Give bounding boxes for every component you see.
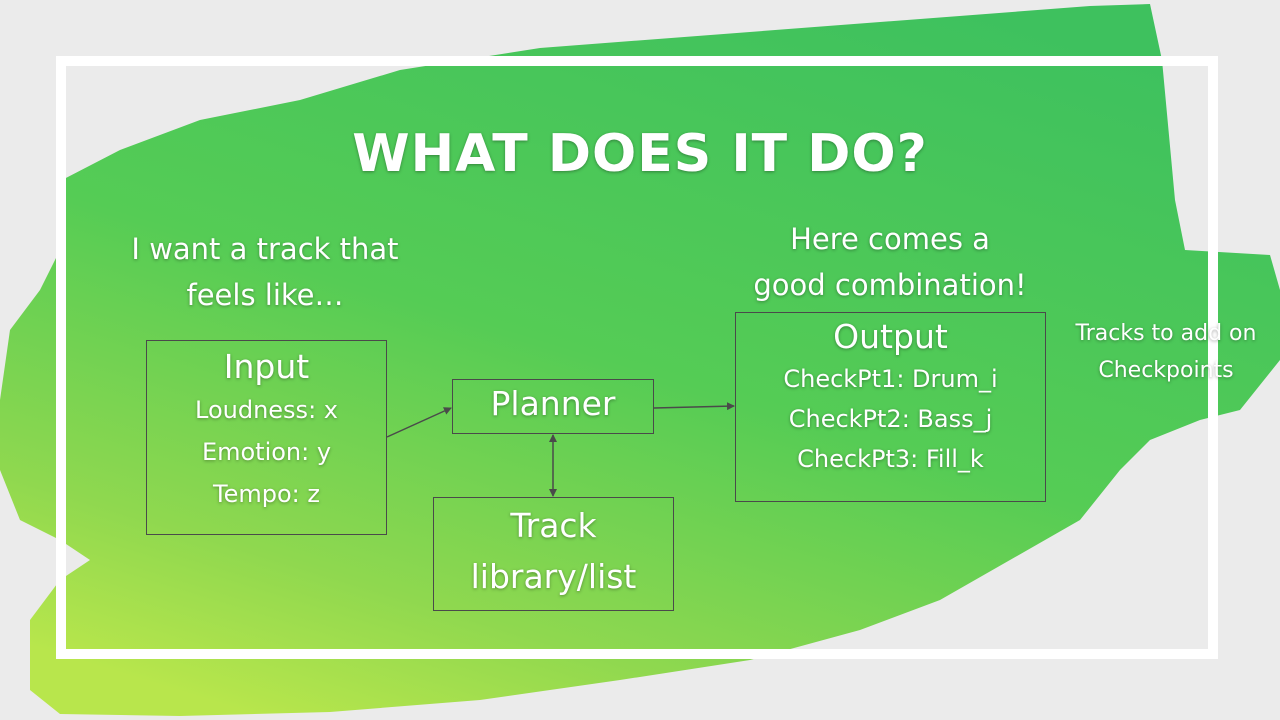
library-heading-line-2: library/list — [470, 557, 637, 596]
left-note-line-2: feels like… — [186, 278, 344, 312]
white-frame — [56, 56, 1218, 659]
output-checkpoint-3: CheckPt3: Fill_k — [797, 445, 984, 473]
slide-title: WHAT DOES IT DO? — [352, 124, 928, 184]
planner-to-output-arrow — [653, 402, 735, 411]
output-checkpoint-2: CheckPt2: Bass_j — [788, 405, 993, 433]
planner-heading: Planner — [490, 384, 616, 423]
input-to-planner-arrow — [386, 407, 452, 438]
output-checkpoint-1: CheckPt1: Drum_i — [783, 365, 998, 393]
track-library-box: Track library/list — [433, 497, 674, 611]
input-heading: Input — [223, 347, 310, 386]
output-heading: Output — [833, 317, 948, 356]
right-note-line-1: Here comes a — [790, 222, 990, 256]
output-box: Output CheckPt1: Drum_i CheckPt2: Bass_j… — [735, 312, 1046, 502]
planner-box: Planner — [452, 379, 654, 434]
library-heading-line-1: Track — [510, 506, 597, 545]
checkpoint-side-note: Tracks to add on Checkpoints — [1052, 315, 1280, 389]
left-note: I want a track that feels like… — [100, 226, 430, 318]
input-box: Input Loudness: x Emotion: y Tempo: z — [146, 340, 387, 535]
input-emotion: Emotion: y — [201, 438, 332, 466]
side-note-line-2: Checkpoints — [1098, 358, 1234, 383]
side-note-line-1: Tracks to add on — [1075, 321, 1257, 346]
right-note: Here comes a good combination! — [710, 216, 1070, 308]
input-loudness: Loudness: x — [195, 396, 338, 424]
input-tempo: Tempo: z — [213, 480, 320, 508]
right-note-line-2: good combination! — [753, 268, 1027, 302]
left-note-line-1: I want a track that — [131, 232, 399, 266]
